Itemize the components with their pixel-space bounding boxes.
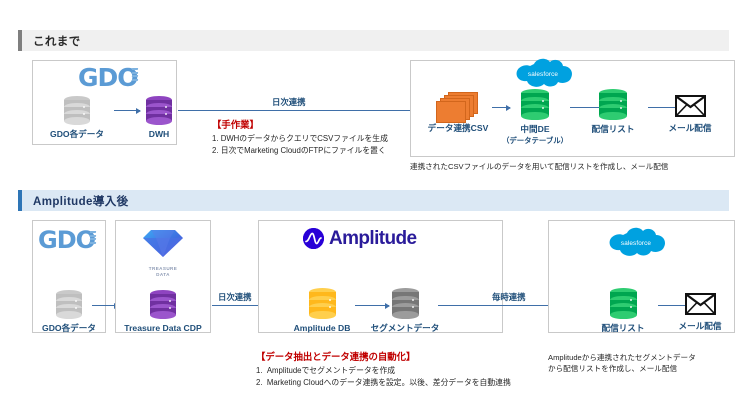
- database-cylinder-icon: [521, 89, 549, 121]
- envelope-icon: [675, 95, 706, 117]
- arrow-gdo-to-td: [92, 305, 118, 307]
- arrow-de-to-list: [570, 107, 606, 109]
- envelope-flap: [687, 295, 714, 313]
- annotation-list: Amplitudeでセグメントデータを作成 Marketing Cloudへのデ…: [256, 365, 511, 388]
- node-mail-delivery: メール配信: [652, 92, 728, 134]
- node-label: セグメントデータ: [370, 323, 440, 333]
- caption-after-line2: から配信リストを作成し、メール配信: [548, 364, 678, 373]
- section-accent-stripe: [18, 190, 22, 211]
- section-title-before: これまで: [33, 35, 81, 48]
- node-gdo-source-data: GDO各データ: [42, 96, 112, 140]
- database-cylinder-icon: [308, 288, 336, 320]
- annotation-item: DWHのデータからクエリでCSVファイルを生成: [220, 134, 388, 143]
- arrow-label-daily-sync: 日次連携: [218, 292, 252, 302]
- node-intermediate-de: 中間DE （データテーブル）: [497, 89, 573, 146]
- salesforce-cloud-icon: salesforce: [605, 226, 667, 259]
- treasure-data-logo: TREASURE DATA: [139, 226, 187, 278]
- annotation-item: Amplitudeでセグメントデータを作成: [266, 366, 396, 375]
- node-label: 配信リスト: [601, 323, 645, 333]
- amplitude-wordmark: Amplitude: [329, 228, 417, 249]
- database-cylinder-icon: [391, 288, 419, 320]
- gdo-logo: GDO: [78, 63, 139, 92]
- annotation-item: 日次でMarketing CloudのFTPにファイルを置く: [220, 145, 386, 155]
- node-label: DWH: [148, 129, 170, 139]
- arrow-label-daily-sync: 日次連携: [272, 97, 306, 107]
- arrow-gdo-to-dwh: [114, 110, 140, 112]
- arrow-label-hourly-sync: 毎時連携: [492, 292, 526, 302]
- treasure-data-label-line1: TREASURE: [148, 266, 178, 271]
- node-label: GDO各データ: [42, 323, 96, 333]
- node-delivery-list: 配信リスト: [575, 89, 651, 135]
- arrow-list-to-mail: [648, 107, 682, 109]
- treasure-data-label-line2: DATA: [156, 272, 170, 278]
- section-header-before: これまで: [18, 30, 729, 51]
- annotation-item: Marketing Cloudへのデータ連携を設定。以後、差分データを自動連携: [266, 377, 511, 387]
- envelope-icon: [685, 293, 716, 315]
- section-title-after: Amplitude導入後: [33, 195, 129, 208]
- annotation-manual-work: 【手作業】 DWHのデータからクエリでCSVファイルを生成 日次でMarketi…: [212, 117, 388, 156]
- database-cylinder-icon: [56, 290, 82, 320]
- node-label: 配信リスト: [591, 124, 635, 134]
- node-sublabel: （データテーブル）: [501, 135, 569, 145]
- node-label: データ連携CSV: [427, 123, 489, 133]
- database-cylinder-icon: [146, 96, 172, 126]
- csv-stack-icon: [436, 92, 480, 123]
- node-dwh: DWH: [124, 96, 194, 140]
- section-header-after: Amplitude導入後: [18, 190, 729, 211]
- arrow-csv-to-de: [492, 107, 510, 109]
- annotation-automation: 【データ抽出とデータ連携の自動化】 Amplitudeでセグメントデータを作成 …: [256, 349, 511, 388]
- section-header-body: これまで: [22, 30, 729, 51]
- database-cylinder-icon: [599, 89, 627, 121]
- database-cylinder-icon: [64, 96, 90, 126]
- salesforce-cloud-icon: salesforce: [512, 57, 574, 90]
- section-header-body: Amplitude導入後: [22, 190, 729, 211]
- amplitude-logo: Amplitude: [303, 228, 417, 249]
- caption-before: 連携されたCSVファイルのデータを用いて配信リストを作成し、メール配信: [410, 162, 669, 171]
- envelope-wrap: [662, 290, 738, 320]
- node-mail-delivery: メール配信: [662, 290, 738, 332]
- node-label: GDO各データ: [50, 129, 104, 139]
- before-left-box: [32, 60, 177, 145]
- database-cylinder-icon: [609, 288, 637, 320]
- arrow-daily-sync-before: [178, 110, 418, 112]
- salesforce-cloud-shape: [609, 227, 666, 256]
- node-segment-data: セグメントデータ: [361, 288, 449, 334]
- annotation-heading: 【手作業】: [212, 119, 259, 130]
- node-label: Amplitude DB: [293, 323, 351, 333]
- diamond-icon: [143, 230, 183, 257]
- annotation-heading: 【データ抽出とデータ連携の自動化】: [256, 351, 416, 362]
- node-label: 中間DE: [520, 124, 550, 134]
- node-delivery-list: 配信リスト: [585, 288, 661, 334]
- node-amplitude-db: Amplitude DB: [278, 288, 366, 334]
- node-label: メール配信: [678, 321, 722, 331]
- gdo-logo: GDO: [38, 226, 97, 254]
- arrow-list-to-mail: [658, 305, 690, 307]
- node-label: メール配信: [668, 123, 712, 133]
- arrow-hourly-sync: [438, 305, 598, 307]
- envelope-wrap: [652, 92, 728, 122]
- database-cylinder-icon: [150, 290, 176, 320]
- arrow-ampdb-to-segment: [355, 305, 389, 307]
- after-box-amplitude: [258, 220, 503, 333]
- salesforce-cloud-shape: [516, 58, 573, 87]
- amplitude-glyph: [303, 228, 324, 249]
- annotation-list: DWHのデータからクエリでCSVファイルを生成 日次でMarketing Clo…: [212, 133, 388, 156]
- envelope-flap: [677, 97, 704, 115]
- node-treasure-data-cdp: Treasure Data CDP: [113, 290, 213, 334]
- amplitude-mark-icon: [303, 228, 324, 249]
- node-label: Treasure Data CDP: [124, 323, 202, 333]
- node-data-link-csv: データ連携CSV: [420, 92, 496, 134]
- caption-after-line1: Amplitudeから連携されたセグメントデータ: [548, 353, 696, 362]
- section-accent-stripe: [18, 30, 22, 51]
- node-gdo-source-data: GDO各データ: [34, 290, 104, 334]
